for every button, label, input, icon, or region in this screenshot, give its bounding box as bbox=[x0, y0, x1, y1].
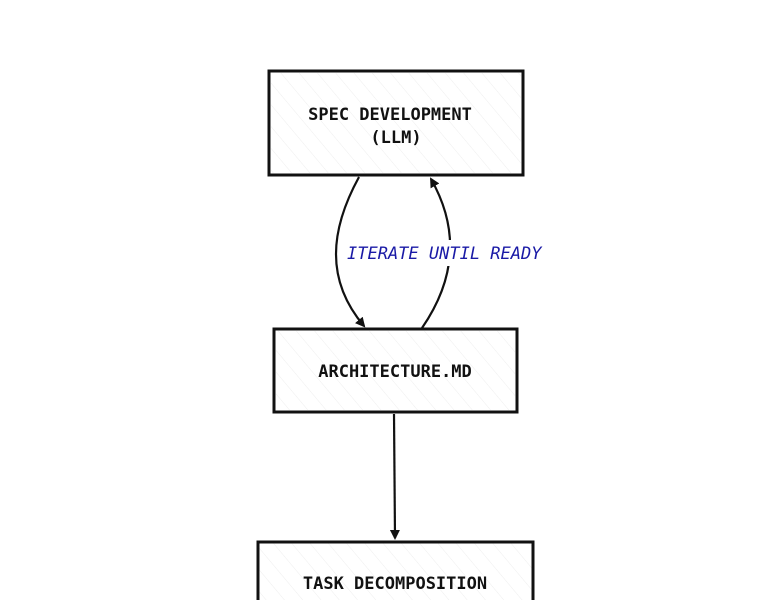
edge-arch-to-task bbox=[389, 413, 400, 540]
node-label: SPEC DEVELOPMENT bbox=[308, 105, 472, 125]
node-label: TASK DECOMPOSITION bbox=[303, 574, 487, 594]
node-task-decomposition[interactable]: TASK DECOMPOSITION bbox=[256, 540, 535, 600]
node-architecture-md[interactable]: ARCHITECTURE.MD bbox=[272, 327, 519, 414]
edge-label-background bbox=[345, 240, 577, 266]
edge-label-iterate: ITERATE UNTIL READY bbox=[347, 244, 543, 264]
edge-spec-to-arch bbox=[334, 176, 366, 328]
node-label: ARCHITECTURE.MD bbox=[318, 362, 472, 382]
node-label: (LLM) bbox=[370, 128, 421, 148]
node-spec-development[interactable]: SPEC DEVELOPMENT (LLM) bbox=[267, 69, 525, 177]
